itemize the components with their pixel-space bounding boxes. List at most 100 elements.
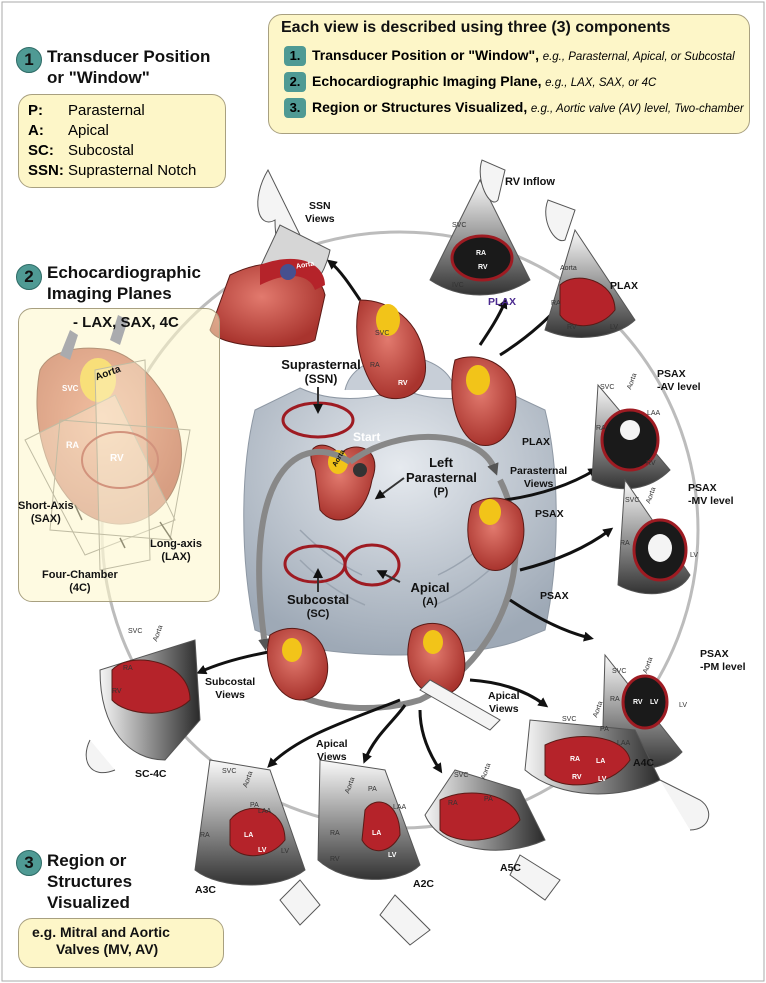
section-1-badge: 1 [16,47,42,73]
window-p: P:Parasternal [28,102,145,119]
a4c-label: A4C [633,757,655,769]
sax-label: Short-Axis(SAX) [18,500,74,525]
psax-pm-lv: LV [650,699,659,706]
a5c-pa: PA [484,796,493,803]
planes-box [18,308,220,602]
ssn-window-label: Suprasternal(SSN) [281,357,361,386]
a5c-svc: SVC [454,772,469,779]
grey-arrow-left [256,449,352,651]
components-box [268,14,750,134]
a3c-svc: SVC [222,768,237,775]
psax-pm-svc: SVC [612,668,627,675]
psax-pm-ra: RA [610,696,620,703]
a5c-ra: RA [448,800,458,807]
a2c-label: A2C [413,878,435,890]
a5c-label: A5C [500,862,522,874]
plax-mid-label: PLAX [522,436,551,448]
planes-rv: RV [110,453,124,464]
a4c-pa: PA [600,726,609,733]
components-title: Each view is described using three (3) c… [281,19,671,36]
sc-svc: SVC [128,628,143,635]
psax-mv-svc: SVC [625,497,640,504]
apical-pointer [376,570,401,583]
psax-mv-ra: RA [620,540,630,547]
psax-av-rv: RV [646,460,656,467]
component-row-1: 1.Transducer Position or "Window", e.g.,… [284,46,735,66]
window-ssn: SSN:Suprasternal Notch [28,162,197,179]
a4c-svc: SVC [562,716,577,723]
parasternal-pointer [374,477,405,500]
start-label: Start [353,430,381,444]
structures-example: e.g. Mitral and Aortic Valves (MV, AV) [32,924,170,957]
window-a: A:Apical [28,122,109,139]
sc4c-label: SC-4C [135,768,167,780]
rvin-ra: RA [476,250,487,257]
heart-ra: RA [370,362,380,369]
apical-window-ring [343,543,401,587]
view-fans [85,159,710,946]
apical-window-label: Apical(A) [410,580,450,608]
plax-top-label: PLAX [610,280,639,292]
psax-pm-rv: RV [633,699,643,706]
psax-pm-lv-outer: LV [679,702,688,709]
psax-label-b: PSAX [540,590,569,602]
a2c-laa: LAA [393,804,407,811]
plax-lv: LV [610,324,619,331]
psax-av-ra: RA [596,425,606,432]
heart-rv: RV [398,380,408,387]
a2c-pa: PA [368,786,377,793]
section-3-title: Region or Structures Visualized [47,851,133,912]
component-row-3: 3.Region or Structures Visualized, e.g.,… [284,98,744,118]
a3c-ra: RA [200,832,210,839]
a4c-la: LA [596,758,606,765]
structures-box [18,918,224,968]
a2c-ra: RA [330,830,340,837]
plax-purple-label: PLAX [488,296,517,308]
planes-svc: SVC [62,384,79,393]
sc-rv: RV [112,688,122,695]
four-chamber-label: Four-Chamber(4C) [42,569,118,594]
psax-mv-label: PSAX-MV level [688,482,734,507]
a4c-ra: RA [570,756,581,763]
a4c-laa: LAA [617,740,631,747]
planes-list: - LAX, SAX, 4C [73,314,179,331]
plax-aorta: Aorta [560,265,577,272]
a2c-lv: LV [388,852,397,859]
rv-inflow-label: RV Inflow [505,176,555,188]
a3c-lv-outer: LV [281,848,290,855]
rvin-ivc: IVC [452,282,464,289]
section-2-badge: 2 [16,264,42,290]
psax-mv-lv: LV [690,552,699,559]
a3c-label: A3C [195,884,217,896]
sc-window-label: Subcostal(SC) [286,592,350,620]
section-1-title: Transducer Position or "Window" [47,47,211,87]
psax-label-a: PSAX [535,508,564,520]
grey-arrow-right [348,434,499,476]
psax-pm-label: PSAX-PM level [700,648,746,673]
plax-ra: RA [551,300,561,307]
component-row-2: 2.Echocardiographic Imaging Plane, e.g.,… [284,72,656,92]
heart-svc: SVC [375,330,390,337]
a3c-lv: LV [258,847,267,854]
lax-label: Long-axis(LAX) [150,538,202,563]
window-sc: SC:Subcostal [28,142,134,159]
windows-box [18,94,226,188]
a3c-la: LA [244,832,254,839]
a4c-lv: LV [598,776,607,783]
sc-ra: RA [123,665,133,672]
rvin-rv: RV [478,264,488,271]
a4c-rv: RV [572,774,582,781]
section-2-title: Echocardiographic Imaging Planes [47,263,201,303]
ribs [299,529,501,606]
plax-rv: RV [567,324,577,331]
psax-av-label: PSAX-AV level [657,368,701,393]
a2c-rv: RV [330,856,340,863]
